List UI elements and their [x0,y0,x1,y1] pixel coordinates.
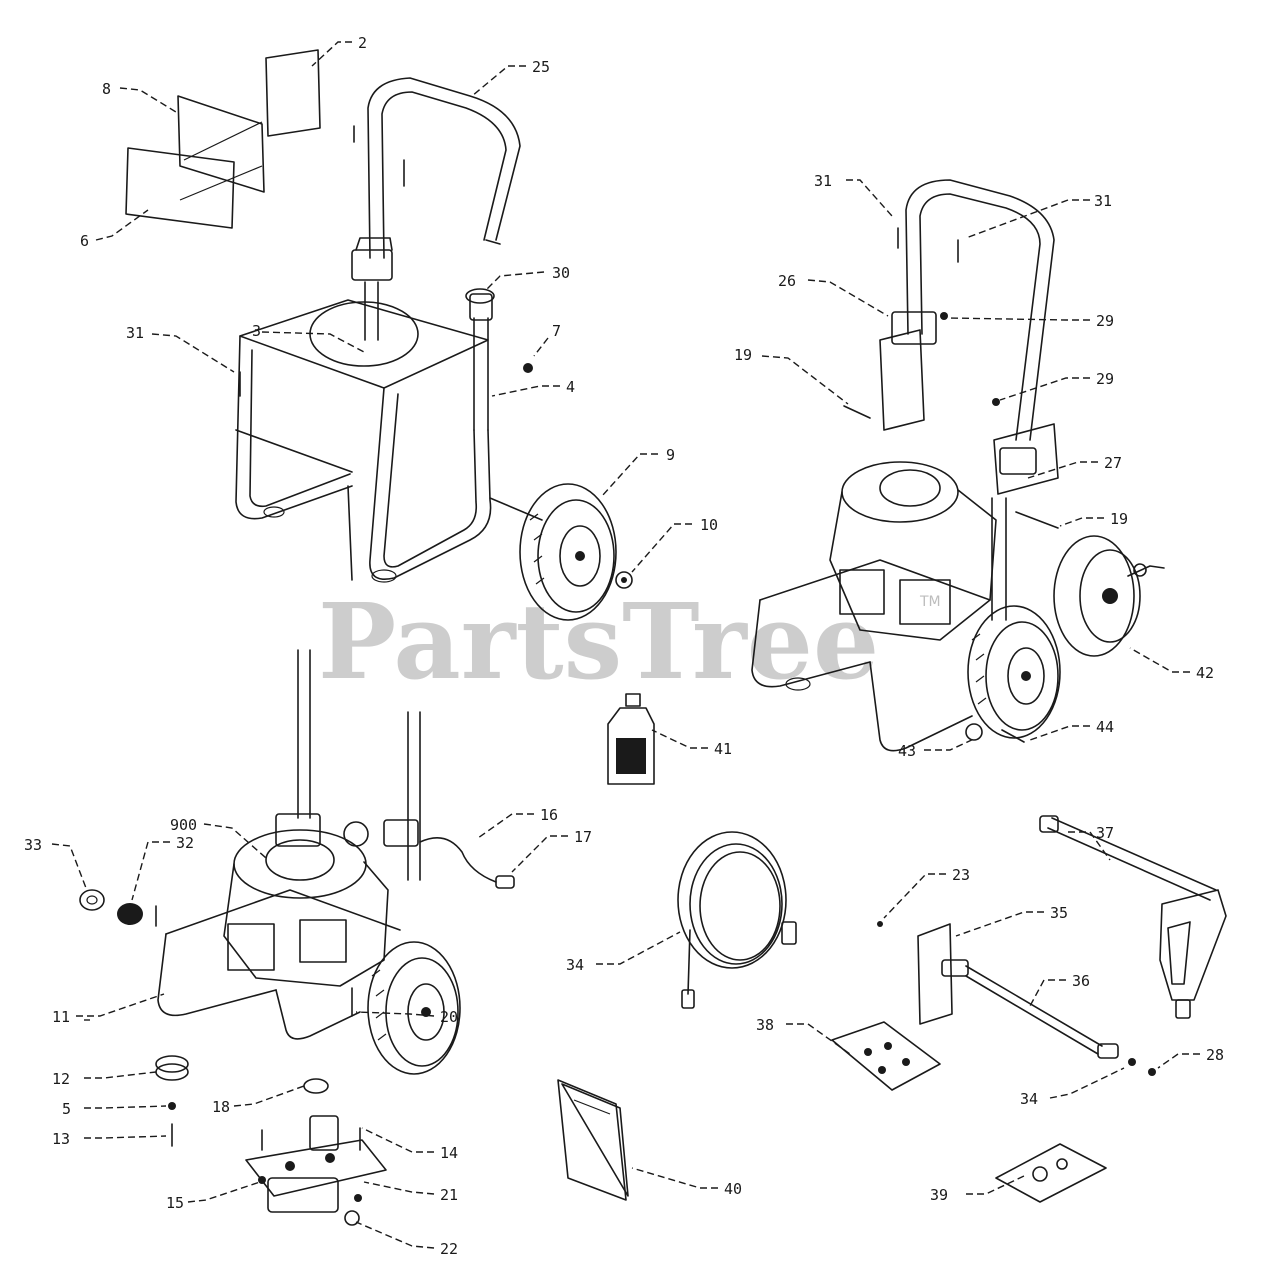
callout-29a: 29 [1096,312,1114,330]
callout-33: 33 [24,836,42,854]
callout-40: 40 [724,1180,742,1198]
watermark-trademark: TM [919,594,941,610]
callout-4: 4 [566,378,575,396]
hose-reel-icon [1053,535,1165,657]
callout-39: 39 [930,1186,948,1204]
callout-19a: 19 [734,346,752,364]
callout-23: 23 [952,866,970,884]
nut-icon [523,363,533,373]
callout-35: 35 [1050,904,1068,922]
plug-icon [877,921,883,927]
callout-9: 9 [666,446,675,464]
leader-lines [51,41,1200,1249]
o-ring-kit-icon [995,1143,1107,1203]
spray-gun-icon [1039,815,1227,1019]
wheel-icon [519,483,617,621]
callout-8: 8 [102,80,111,98]
callout-900: 900 [170,816,197,834]
callout-29b: 29 [1096,370,1114,388]
washer-icon [168,1102,176,1110]
callout-21: 21 [440,1186,458,1204]
watermark-text: PartsTree [318,580,879,703]
callout-26: 26 [778,272,796,290]
callout-17: 17 [574,828,592,846]
nozzle-kit-icon [831,1021,941,1091]
callout-31b: 31 [814,172,832,190]
callout-36: 36 [1072,972,1090,990]
callout-13: 13 [52,1130,70,1148]
callout-19b: 19 [1110,510,1128,528]
callout-30: 30 [552,264,570,282]
callout-27: 27 [1104,454,1122,472]
callout-5: 5 [62,1100,71,1118]
manual-icon [557,1079,629,1201]
callout-37: 37 [1096,824,1114,842]
callout-38: 38 [756,1016,774,1034]
callout-31c: 31 [1094,192,1112,210]
callout-12: 12 [52,1070,70,1088]
cable-icon [419,836,515,889]
cap-icon [79,889,105,911]
callout-11: 11 [52,1008,70,1026]
hubcap-icon [615,571,633,589]
engine-frame-assembly-icon [155,649,461,1075]
callout-labels: 2 8 6 25 30 31 3 7 4 9 10 31 31 26 29 19… [24,34,1224,1258]
wand-icon [917,923,1156,1076]
filter-icon [117,903,143,925]
callout-20: 20 [440,1008,458,1026]
callout-10: 10 [700,516,718,534]
pump-icon [245,1115,387,1226]
callout-7: 7 [552,322,561,340]
assembled-unit-icon [751,179,1061,752]
o-ring-icon [303,1078,329,1094]
callout-14: 14 [440,1144,458,1162]
callout-25: 25 [532,58,550,76]
callout-3: 3 [252,322,261,340]
spacer-icon [155,1055,189,1081]
callout-43: 43 [898,742,916,760]
frame-assembly-icon [235,77,543,583]
callout-31a: 31 [126,324,144,342]
callout-34b: 34 [1020,1090,1038,1108]
callout-32: 32 [176,834,194,852]
callout-15: 15 [166,1194,184,1212]
knob-icon [465,288,495,304]
decal-set [125,49,321,229]
callout-42: 42 [1196,664,1214,682]
callout-44: 44 [1096,718,1114,736]
callout-16: 16 [540,806,558,824]
callout-22: 22 [440,1240,458,1258]
callout-18: 18 [212,1098,230,1116]
callout-34a: 34 [566,956,584,974]
callout-6: 6 [80,232,89,250]
callout-41: 41 [714,740,732,758]
oil-bottle-icon [607,693,655,785]
callout-2: 2 [358,34,367,52]
hose-icon [677,831,797,1009]
callout-28: 28 [1206,1046,1224,1064]
